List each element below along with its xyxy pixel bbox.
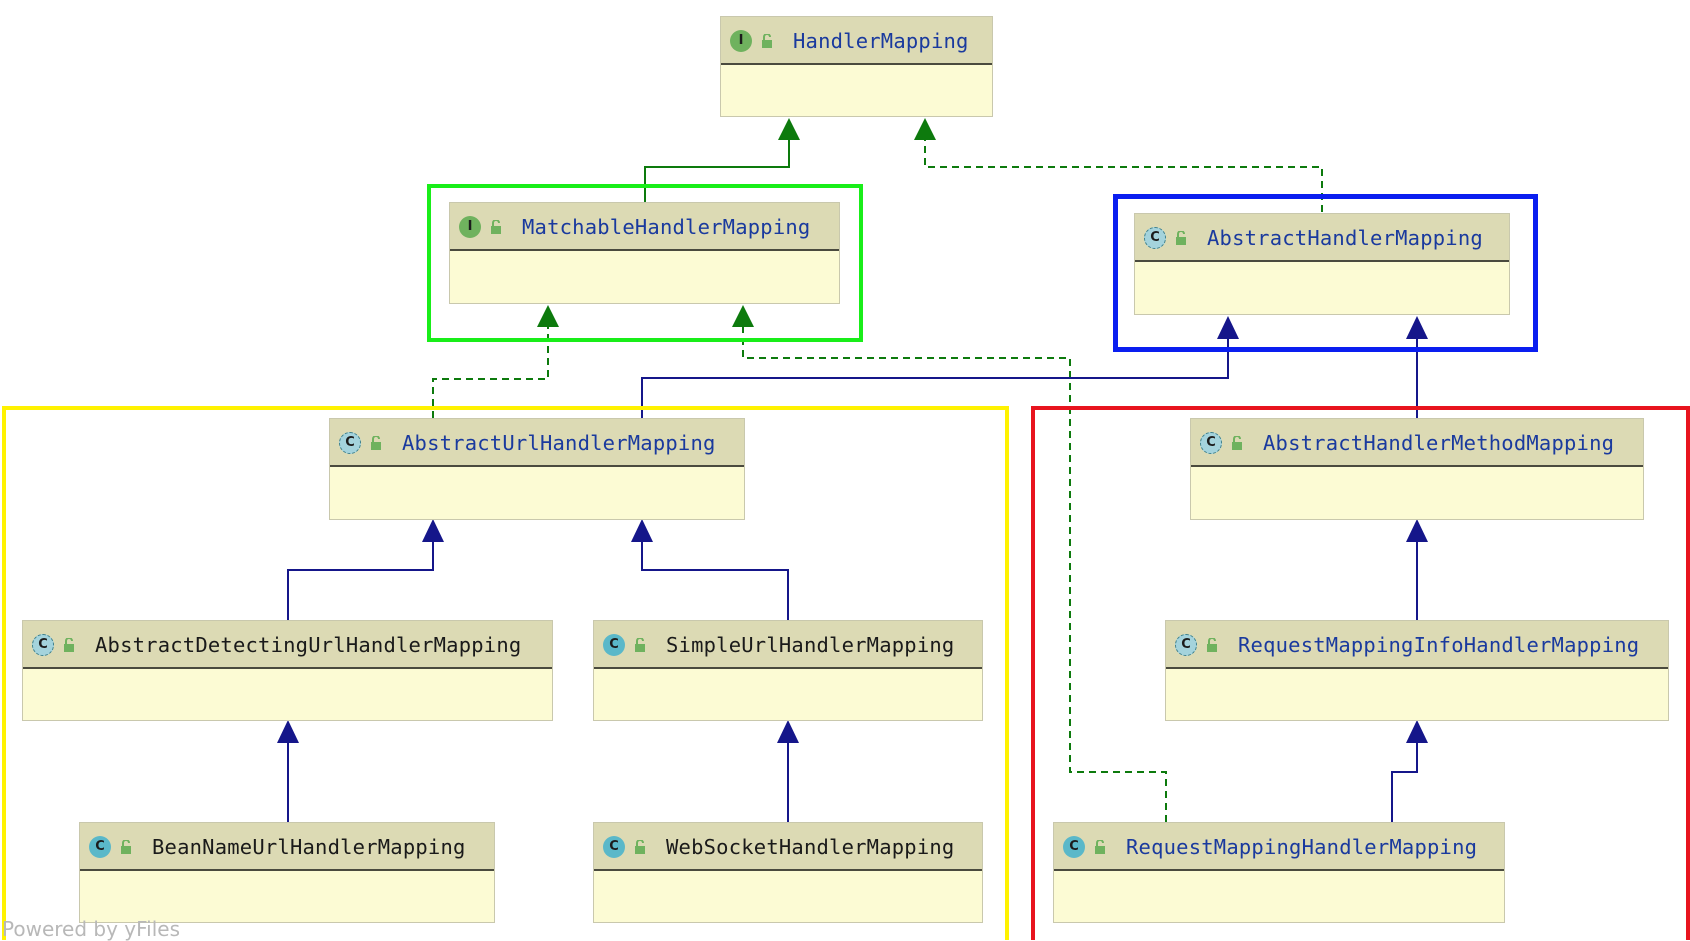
lock-icon: [635, 638, 645, 652]
node-abstract-url-handler-mapping[interactable]: C AbstractUrlHandlerMapping: [329, 418, 745, 520]
lock-icon: [1176, 231, 1186, 245]
node-abstract-detecting-url-handler-mapping[interactable]: C AbstractDetectingUrlHandlerMapping: [22, 620, 553, 721]
node-matchable-handler-mapping[interactable]: I MatchableHandlerMapping: [449, 202, 840, 304]
arrowhead: [1406, 316, 1428, 339]
lock-icon: [491, 220, 501, 234]
node-header: C RequestMappingInfoHandlerMapping: [1166, 621, 1668, 669]
abstract-class-icon: C: [1200, 432, 1222, 454]
node-name: AbstractUrlHandlerMapping: [402, 431, 716, 455]
node-header: C WebSocketHandlerMapping: [594, 823, 982, 871]
node-name: RequestMappingInfoHandlerMapping: [1238, 633, 1640, 657]
arrowhead: [631, 519, 653, 542]
abstract-class-icon: C: [339, 432, 361, 454]
edge-abstracturl-to-abstracthandler: [641, 337, 1229, 418]
node-header: C SimpleUrlHandlerMapping: [594, 621, 982, 669]
class-icon: C: [603, 836, 625, 858]
node-header: C AbstractHandlerMapping: [1135, 214, 1509, 262]
node-request-mapping-info-handler-mapping[interactable]: C RequestMappingInfoHandlerMapping: [1165, 620, 1669, 721]
node-name: AbstractDetectingUrlHandlerMapping: [95, 633, 522, 657]
arrowhead: [732, 305, 754, 327]
lock-icon: [371, 436, 381, 450]
class-icon: C: [1063, 836, 1085, 858]
node-simple-url-handler-mapping[interactable]: C SimpleUrlHandlerMapping: [593, 620, 983, 721]
node-header: C RequestMappingHandlerMapping: [1054, 823, 1504, 871]
edge-requestmappinghandler-to-requestmappinginfo: [1391, 741, 1418, 822]
node-header: C BeanNameUrlHandlerMapping: [80, 823, 494, 871]
abstract-class-icon: C: [32, 634, 54, 656]
class-icon: C: [603, 634, 625, 656]
node-name: BeanNameUrlHandlerMapping: [152, 835, 466, 859]
watermark-text: Powered by yFiles: [2, 917, 180, 941]
node-abstract-handler-method-mapping[interactable]: C AbstractHandlerMethodMapping: [1190, 418, 1644, 520]
lock-icon: [762, 34, 772, 48]
edge-matchable-to-handlermapping: [644, 138, 790, 202]
arrowhead: [277, 720, 299, 743]
node-bean-name-url-handler-mapping[interactable]: C BeanNameUrlHandlerMapping: [79, 822, 495, 923]
node-header: I HandlerMapping: [721, 17, 992, 65]
lock-icon: [1232, 436, 1242, 450]
interface-icon: I: [730, 30, 752, 52]
lock-icon: [635, 840, 645, 854]
node-name: MatchableHandlerMapping: [522, 215, 811, 239]
arrowhead: [1406, 519, 1428, 542]
arrowhead: [422, 519, 444, 542]
node-header: C AbstractHandlerMethodMapping: [1191, 419, 1643, 467]
lock-icon: [1207, 638, 1217, 652]
node-name: SimpleUrlHandlerMapping: [666, 633, 955, 657]
node-header: C AbstractDetectingUrlHandlerMapping: [23, 621, 552, 669]
node-name: HandlerMapping: [793, 29, 969, 53]
arrowhead: [778, 118, 800, 140]
lock-icon: [64, 638, 74, 652]
edge-abstracturl-to-matchable: [432, 325, 549, 418]
edge-abstractdetecting-to-abstracturl: [287, 540, 434, 620]
node-abstract-handler-mapping[interactable]: C AbstractHandlerMapping: [1134, 213, 1510, 315]
lock-icon: [1095, 840, 1105, 854]
arrowhead: [777, 720, 799, 743]
arrowhead: [537, 305, 559, 327]
abstract-class-icon: C: [1144, 227, 1166, 249]
node-name: WebSocketHandlerMapping: [666, 835, 955, 859]
node-name: RequestMappingHandlerMapping: [1126, 835, 1478, 859]
arrowhead: [1406, 720, 1428, 743]
node-handler-mapping[interactable]: I HandlerMapping: [720, 16, 993, 117]
edge-abstracthandler-to-handlermapping: [924, 138, 1323, 212]
lock-icon: [121, 840, 131, 854]
abstract-class-icon: C: [1175, 634, 1197, 656]
class-icon: C: [89, 836, 111, 858]
arrowhead: [914, 118, 936, 140]
node-request-mapping-handler-mapping[interactable]: C RequestMappingHandlerMapping: [1053, 822, 1505, 923]
node-name: AbstractHandlerMethodMapping: [1263, 431, 1615, 455]
edge-simpleurl-to-abstracturl: [641, 540, 789, 620]
node-header: I MatchableHandlerMapping: [450, 203, 839, 251]
node-name: AbstractHandlerMapping: [1207, 226, 1483, 250]
arrowhead: [1217, 316, 1239, 339]
node-web-socket-handler-mapping[interactable]: C WebSocketHandlerMapping: [593, 822, 983, 923]
interface-icon: I: [459, 216, 481, 238]
edge-requestmapping-to-matchable: [742, 325, 1167, 822]
node-header: C AbstractUrlHandlerMapping: [330, 419, 744, 467]
